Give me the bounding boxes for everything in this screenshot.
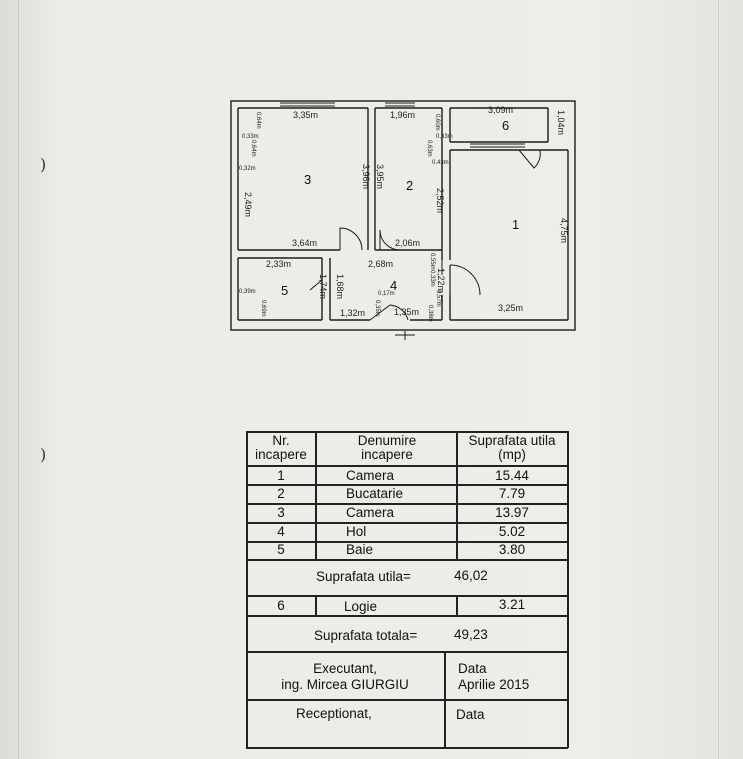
dimension-label: 1,74m — [318, 274, 328, 300]
table-border — [456, 595, 458, 616]
dimension-label: 3,96m — [361, 164, 371, 190]
row-1-name: Camera — [346, 468, 395, 483]
table-border — [246, 595, 568, 597]
dimension-label: 2,33m — [266, 259, 292, 269]
room-area-table: Nr. incapere Denumire incapere Suprafata… — [246, 431, 570, 749]
useful-area-value: 46,02 — [454, 568, 488, 583]
dimension-label: 3,35m — [293, 110, 319, 120]
page-edge-line — [718, 0, 719, 759]
executant-name: ing. Mircea GIURGIU — [281, 677, 409, 692]
dimension-label: 1,04m — [556, 110, 566, 136]
room-number-2: 2 — [406, 178, 414, 193]
dimension-label: 2,49m — [243, 192, 253, 218]
row-2-area: 7.79 — [498, 486, 526, 501]
row-5-nr: 5 — [277, 542, 285, 557]
row-5-area: 3.80 — [498, 542, 526, 557]
executant-title: Executant, — [313, 661, 377, 676]
dimension-label: 1,96m — [390, 110, 416, 120]
floor-plan: 1 2 3 4 5 6 3,35m 1,96m 3,09m 3,64m 2,06… — [230, 100, 577, 340]
floor-plan-drawing — [230, 100, 576, 340]
loggia-area: 3.21 — [498, 597, 526, 612]
table-border — [246, 465, 568, 467]
table-border — [246, 522, 568, 524]
total-area-label: Suprafata totala= — [314, 628, 418, 643]
row-1-nr: 1 — [277, 468, 285, 483]
dimension-label: 0,64m — [250, 140, 256, 157]
loggia-nr: 6 — [277, 598, 285, 613]
room-number-4: 4 — [390, 278, 398, 293]
table-border — [246, 615, 568, 617]
table-border — [246, 541, 568, 543]
table-border — [246, 484, 568, 486]
dimension-label: 0,35m — [374, 300, 380, 317]
dimension-label: 0,43m — [432, 160, 449, 166]
dimension-label: 0,55m — [429, 253, 435, 270]
punch-hole-mark: ) — [40, 155, 47, 174]
dimension-label: 2,68m — [368, 259, 394, 269]
room-number-1: 1 — [512, 217, 520, 232]
table-border — [246, 559, 568, 561]
dimension-label: 3,09m — [488, 105, 514, 115]
dimension-label: 0,63m — [426, 140, 432, 157]
table-border — [246, 747, 568, 749]
data-label-2: Data — [456, 707, 485, 722]
dimension-label: 0,17m — [378, 291, 395, 297]
table-border — [246, 431, 568, 433]
row-4-name: Hol — [346, 524, 367, 539]
row-3-area: 13.97 — [495, 505, 529, 520]
dimension-label: 2,52m — [435, 188, 445, 214]
dimension-label: 3,25m — [498, 303, 524, 313]
table-border — [567, 431, 569, 748]
dimension-label: 2,06m — [395, 238, 421, 248]
dimension-label: 0,32m — [239, 166, 256, 172]
loggia-name: Logie — [344, 599, 378, 614]
dimension-label: 0,69m — [260, 300, 266, 317]
dimension-label: 3,64m — [292, 238, 318, 248]
total-area-value: 49,23 — [454, 627, 488, 642]
table-border — [246, 503, 568, 505]
dimension-label: 1,68m — [335, 274, 345, 300]
dimension-label: 1,32m — [340, 308, 366, 318]
row-2-name: Bucatarie — [346, 486, 404, 501]
table-border — [444, 651, 446, 748]
room-number-6: 6 — [502, 118, 510, 133]
room-number-3: 3 — [304, 172, 312, 187]
data-value: Aprilie 2015 — [458, 677, 530, 692]
useful-area-label: Suprafata utila= — [316, 569, 411, 584]
data-label: Data — [458, 661, 487, 676]
row-3-name: Camera — [346, 505, 395, 520]
header-nr: Nr. incapere — [255, 433, 307, 463]
room-number-5: 5 — [281, 283, 289, 298]
table-border — [456, 431, 458, 560]
dimension-label: 0,33m — [429, 270, 435, 287]
row-4-area: 5.02 — [498, 524, 526, 539]
dimension-label: 0,38m — [427, 305, 433, 322]
row-3-nr: 3 — [277, 505, 285, 520]
table-border — [246, 699, 568, 701]
dimension-label: 0,60m — [434, 114, 440, 131]
dimension-label: 4,75m — [559, 218, 569, 244]
dimension-label: 1,35m — [394, 307, 420, 317]
header-suprafata: Suprafata utila (mp) — [468, 433, 556, 463]
row-4-nr: 4 — [277, 524, 285, 539]
table-border — [246, 431, 248, 748]
dimension-label: 0,39m — [239, 289, 256, 295]
punch-hole-mark: ) — [40, 445, 47, 464]
row-5-name: Baie — [346, 542, 374, 557]
header-denumire: Denumire incapere — [357, 433, 417, 463]
dimension-label: 0,64m — [255, 112, 261, 129]
table-border — [315, 431, 317, 560]
table-border — [315, 595, 317, 616]
dimension-label: 0,33m — [436, 134, 453, 140]
dimension-label: 0,33m — [242, 134, 259, 140]
page-fold-line — [18, 0, 19, 759]
row-1-area: 15.44 — [495, 468, 529, 483]
row-2-nr: 2 — [277, 486, 285, 501]
receptionat-label: Receptionat, — [296, 706, 372, 721]
table-border — [246, 651, 568, 653]
dimension-label: 0,57m — [435, 290, 441, 307]
dimension-label: 3,95m — [375, 164, 385, 190]
